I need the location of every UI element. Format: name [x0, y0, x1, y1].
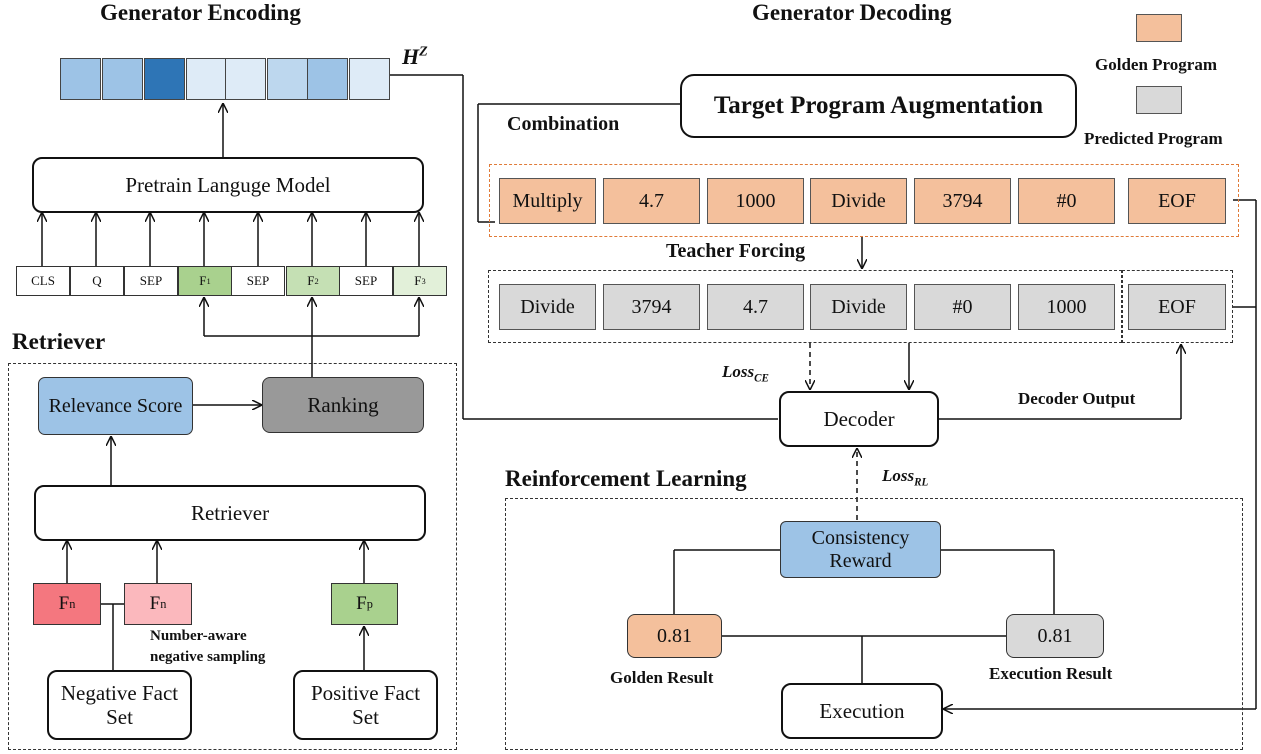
legend-predicted-swatch — [1136, 86, 1182, 114]
hz-cell — [186, 58, 227, 100]
golden-token: #0 — [1018, 178, 1115, 224]
predicted-token: Divide — [499, 284, 596, 330]
execution-result-label: Execution Result — [989, 664, 1113, 683]
predicted-eof-region — [1122, 270, 1233, 343]
predicted-program-region — [488, 270, 1122, 343]
golden-token: EOF — [1128, 178, 1226, 224]
golden-token: 4.7 — [603, 178, 700, 224]
input-token: SEP — [231, 266, 285, 296]
reinforcement-learning-heading: Reinforcement Learning — [505, 466, 747, 491]
sampling-label-line2: negative sampling — [150, 649, 266, 665]
pretrain-language-model-box: Pretrain Languge Model — [32, 157, 424, 213]
predicted-token: Divide — [810, 284, 907, 330]
golden-result-label: Golden Result — [610, 668, 714, 687]
hz-cell — [144, 58, 185, 100]
input-token: CLS — [16, 266, 70, 296]
generator-decoding-heading: Generator Decoding — [752, 0, 952, 25]
sampling-label-line1: Number-aware — [150, 628, 247, 644]
loss-ce-label: LossCE — [722, 362, 769, 385]
consistency-reward-box: Consistency Reward — [780, 521, 941, 578]
execution-box: Execution — [781, 683, 943, 739]
legend-golden-label: Golden Program — [1095, 55, 1217, 74]
generator-encoding-heading: Generator Encoding — [100, 0, 301, 25]
hz-cell — [349, 58, 390, 100]
predicted-token: 1000 — [1018, 284, 1115, 330]
golden-token: Divide — [810, 178, 907, 224]
retriever-box: Retriever — [34, 485, 426, 541]
reinforcement-learning-region — [505, 498, 1243, 750]
predicted-token: EOF — [1128, 284, 1226, 330]
loss-rl-label: LossRL — [882, 466, 929, 489]
legend-golden-swatch — [1136, 14, 1182, 42]
hz-cell — [267, 58, 308, 100]
teacher-forcing-label: Teacher Forcing — [666, 240, 806, 262]
predicted-token: 4.7 — [707, 284, 804, 330]
golden-result-value: 0.81 — [627, 614, 722, 658]
hz-label: HZ — [402, 44, 428, 69]
predicted-token: 3794 — [603, 284, 700, 330]
golden-token: Multiply — [499, 178, 596, 224]
golden-token: 1000 — [707, 178, 804, 224]
decoder-output-label: Decoder Output — [1018, 389, 1136, 408]
combination-label: Combination — [507, 113, 620, 135]
decoder-box: Decoder — [779, 391, 939, 447]
execution-result-value: 0.81 — [1006, 614, 1104, 658]
hz-cell — [225, 58, 266, 100]
retriever-heading: Retriever — [12, 329, 106, 354]
ranking-box: Ranking — [262, 377, 424, 433]
golden-token: 3794 — [914, 178, 1011, 224]
hz-cell — [307, 58, 348, 100]
golden-program-region — [489, 164, 1239, 237]
input-token: SEP — [339, 266, 393, 296]
target-program-augmentation-box: Target Program Augmentation — [680, 74, 1077, 138]
positive-fact-set-box: Positive Fact Set — [293, 670, 438, 740]
negative-fact-set-box: Negative Fact Set — [47, 670, 192, 740]
legend-predicted-label: Predicted Program — [1084, 129, 1223, 148]
hz-cell — [102, 58, 143, 100]
retriever-region — [8, 363, 457, 750]
input-token: SEP — [124, 266, 178, 296]
input-token: Q — [70, 266, 124, 296]
relevance-score-box: Relevance Score — [38, 377, 193, 435]
predicted-token: #0 — [914, 284, 1011, 330]
hz-cell — [60, 58, 101, 100]
